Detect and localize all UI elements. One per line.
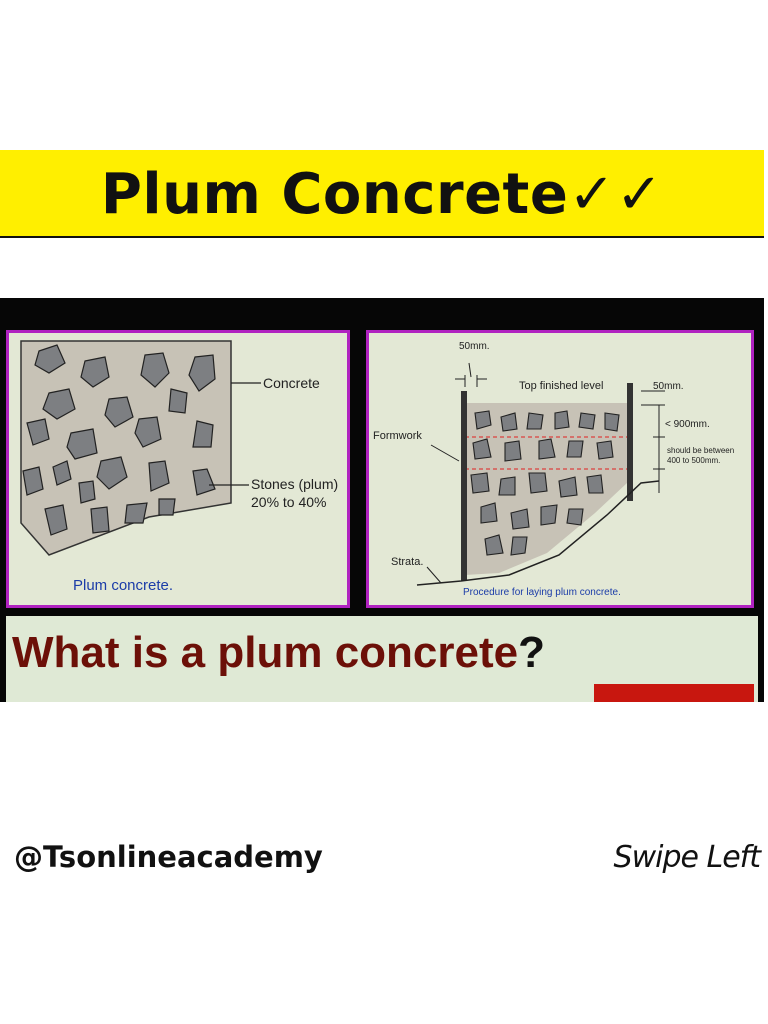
question-mark: ? [518, 628, 545, 677]
account-handle: @Tsonlineacademy [14, 840, 323, 874]
stones-group-right [470, 410, 620, 556]
dim-50-leader [468, 362, 472, 378]
question-text: What is a plum concrete [12, 628, 519, 677]
label-should-be-between: should be between [667, 446, 734, 455]
label-400-500mm: 400 to 500mm. [667, 456, 720, 465]
page-title: Plum Concrete✓✓ [0, 162, 764, 227]
plum-concrete-svg: Concrete Stones (plum) 20% to 40% Plum c… [20, 340, 338, 594]
title-text: Plum Concrete [100, 162, 569, 227]
label-concrete: Concrete [263, 375, 320, 391]
strata-line [416, 480, 660, 586]
red-label-box [594, 684, 754, 702]
right-formwork [627, 383, 633, 501]
swipe-left-hint: Swipe Left [613, 840, 761, 875]
label-top-finished-level: Top finished level [519, 380, 603, 392]
title-banner: Plum Concrete✓✓ [0, 150, 764, 238]
laying-procedure-svg: 50mm. Top finished level 50mm. < 900mm. … [373, 341, 734, 598]
strata-leader [426, 566, 442, 584]
caption-plum-concrete: Plum concrete. [73, 577, 173, 594]
left-formwork [461, 391, 467, 581]
label-strata: Strata. [391, 556, 423, 568]
plum-concrete-diagram: Concrete Stones (plum) 20% to 40% Plum c… [6, 330, 350, 608]
label-formwork: Formwork [373, 430, 422, 442]
formwork-leader [430, 444, 460, 462]
stones-group [22, 344, 216, 536]
label-stones: Stones (plum) [251, 476, 338, 492]
label-900mm: < 900mm. [665, 419, 710, 430]
diagram-image: Concrete Stones (plum) 20% to 40% Plum c… [0, 298, 764, 702]
label-stones-percent: 20% to 40% [251, 494, 327, 510]
caption-procedure: Procedure for laying plum concrete. [463, 587, 621, 598]
question-heading: What is a plum concrete? [12, 628, 545, 678]
laying-procedure-diagram: 50mm. Top finished level 50mm. < 900mm. … [366, 330, 754, 608]
check-marks: ✓✓ [568, 162, 664, 227]
label-50mm-right: 50mm. [653, 381, 684, 392]
question-band: What is a plum concrete? [6, 616, 758, 702]
label-50mm-top: 50mm. [459, 341, 490, 352]
